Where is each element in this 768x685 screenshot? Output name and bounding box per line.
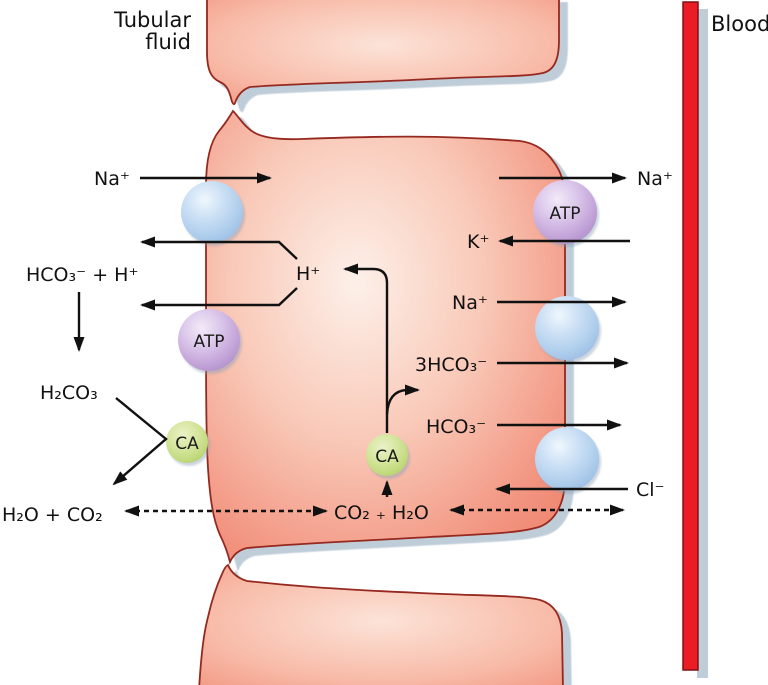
co2-plus-h2o-label: CO₂ ₊ H₂O (334, 502, 429, 524)
blood-vessel-bar (682, 1, 699, 671)
ca-to-hco3-branch-arrow (385, 384, 420, 415)
h2co3-label: H₂CO₃ (40, 382, 98, 404)
main-cell-shape (205, 109, 566, 565)
cytosol-ca-label: CA (375, 447, 399, 467)
sodium-potassium-atpase-circle (533, 180, 597, 244)
hco3-label: HCO₃⁻ (426, 416, 486, 438)
h2co3-via-ca-to-h2o-co2-arrow (112, 397, 168, 486)
three-hco3-label: 3HCO₃⁻ (415, 354, 487, 376)
h-secretion-upper-arrow (140, 236, 298, 260)
na-blood-label: Na⁺ (637, 168, 673, 190)
blood-label: Blood (711, 12, 768, 36)
h-cytosol-label: H⁺ (296, 263, 320, 285)
apical-atp-label: ATP (194, 332, 225, 352)
k-label: K⁺ (467, 231, 490, 253)
h2o-plus-co2-label: H₂O + CO₂ (2, 504, 103, 526)
apical-ca-label: CA (175, 434, 199, 454)
bottom-cell-shape (198, 563, 564, 685)
tubular-fluid-label-line2: fluid (145, 30, 191, 54)
tubular-fluid-label-line1: Tubular (113, 8, 191, 32)
na-cotransport-label: Na⁺ (452, 292, 488, 314)
sodium-bicarbonate-cotransporter-circle (535, 296, 599, 360)
h-secretion-lower-arrow (140, 287, 298, 311)
na-apical-label: Na⁺ (94, 168, 130, 190)
top-cell-shape (206, 0, 560, 106)
apical-carbonic-anhydrase-circle (166, 421, 208, 463)
blood-bar-shadow (697, 9, 708, 678)
basolateral-atp-label: ATP (550, 204, 581, 224)
cytosol-carbonic-anhydrase-circle (366, 434, 408, 476)
hco3-plus-h-label: HCO₃⁻ + H⁺ (26, 264, 138, 286)
chloride-bicarbonate-exchanger-circle (535, 427, 599, 491)
ca-to-h-arrow (343, 263, 389, 433)
cl-label: Cl⁻ (636, 479, 665, 501)
apical-sodium-transporter-circle (181, 181, 243, 243)
apical-proton-atpase-circle (178, 309, 240, 371)
